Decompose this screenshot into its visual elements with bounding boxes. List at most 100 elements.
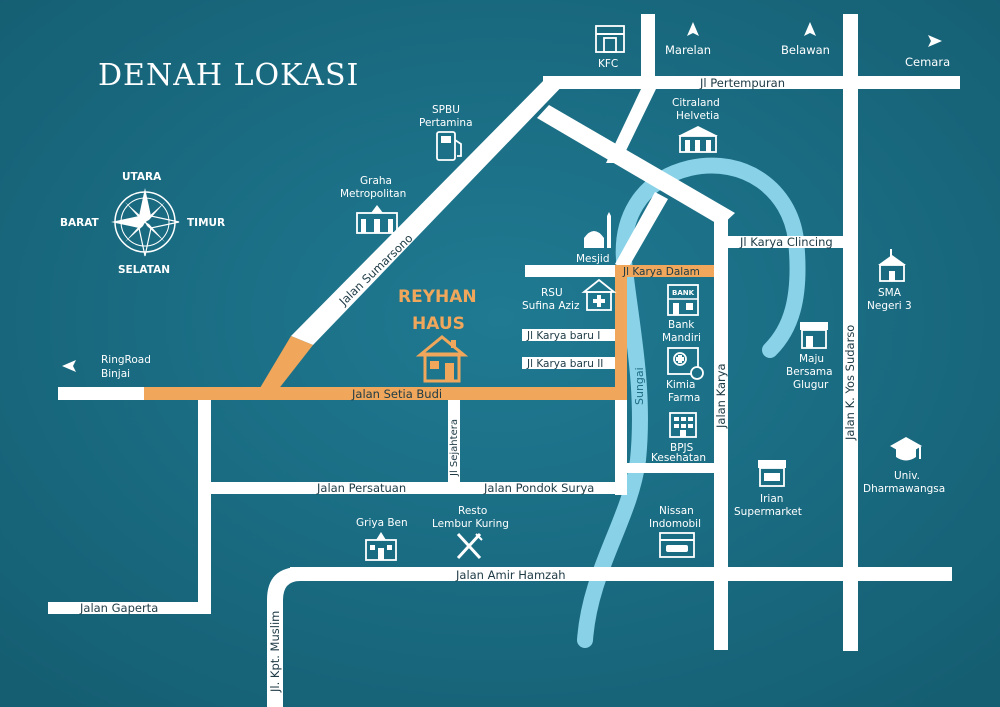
poi-irian: Irian Supermarket: [734, 460, 802, 518]
road-network: [48, 14, 960, 707]
road-label-gaperta: Jalan Gaperta: [79, 601, 158, 615]
poi-maju-bersama: Maju Bersama Glugur: [786, 322, 833, 391]
poi-label-bank: Bank: [668, 319, 695, 331]
road-west-vertical: [198, 400, 211, 606]
poi-citraland: Citraland Helvetia: [672, 97, 720, 153]
road-karya-bottom-link: [627, 463, 714, 473]
poi-label-graha: Graha: [360, 175, 392, 187]
poi-label-citraland: Citraland: [672, 97, 720, 109]
direction-label-marelan: Marelan: [665, 43, 711, 57]
poi-label-bpjs: BPJS: [670, 442, 694, 454]
brand-line-2: HAUS: [412, 314, 465, 334]
compass-west: BARAT: [60, 217, 100, 229]
poi-label-farma: Farma: [668, 392, 700, 404]
poi-label-maju: Maju: [799, 353, 824, 365]
direction-belawan: Belawan: [781, 22, 830, 57]
school-icon: [878, 249, 906, 282]
map-title: DENAH LOKASI: [98, 58, 359, 93]
poi-label-supermarket: Supermarket: [734, 506, 802, 518]
road-jalan-karya: [714, 213, 728, 650]
arrow-up-icon: [687, 22, 699, 36]
hospital-icon: [581, 278, 617, 311]
hotel-icon: [365, 532, 397, 561]
direction-label-ringroad: RingRoad: [101, 354, 151, 366]
poi-label-indomobil: Indomobil: [649, 518, 701, 530]
arrow-up-icon: [804, 22, 816, 36]
poi-label-kesehatan: Kesehatan: [651, 452, 706, 464]
road-label-jalan-karya: Jalan Karya: [714, 363, 728, 429]
pharmacy-icon: [667, 347, 704, 380]
road-sejahtera: [448, 400, 460, 482]
river-label-sungai: Sungai: [633, 367, 646, 405]
poi-bank-mandiri: BANK Bank Mandiri: [662, 284, 701, 344]
road-mesjid-diag: [615, 192, 668, 270]
poi-label-resto: Resto: [458, 505, 487, 517]
compass-north: UTARA: [122, 171, 162, 183]
road-setia-budi: [144, 387, 627, 400]
road-karya-link: [615, 265, 627, 400]
poi-spbu: SPBU Pertamina: [419, 104, 473, 161]
road-kpt-muslim: [267, 567, 300, 707]
poi-label-kimia: Kimia: [666, 379, 695, 391]
poi-label-mandiri: Mandiri: [662, 332, 701, 344]
arrow-left-icon: [62, 360, 76, 372]
building-icon: [356, 205, 398, 234]
poi-label-lembur-kuring: Lembur Kuring: [432, 518, 509, 530]
road-label-kpt-muslim: Jl. Kpt. Muslim: [268, 611, 282, 693]
poi-nissan: Nissan Indomobil: [649, 505, 701, 558]
fork-knife-icon: [456, 532, 483, 560]
poi-resto: Resto Lembur Kuring: [432, 505, 509, 560]
road-label-karya-dalam: Jl Karya Dalam: [622, 266, 700, 278]
graduation-cap-icon: [890, 437, 922, 461]
poi-griya-ben: Griya Ben: [356, 517, 408, 561]
road-sumarsono: [291, 76, 572, 345]
road-karya-baru-1: [522, 329, 615, 341]
road-setia-budi-west: [58, 387, 144, 400]
road-label-pertempuran: Jl Pertempuran: [699, 76, 785, 90]
road-karya-dalam-west: [525, 265, 615, 277]
road-marelan: [641, 14, 655, 89]
compass-east: TIMUR: [187, 217, 225, 229]
poi-kfc: KFC: [595, 25, 625, 70]
road-karya-diag: [537, 105, 735, 226]
road-karya-baru-2: [522, 357, 615, 369]
direction-label-binjai: Binjai: [101, 368, 130, 380]
road-persatuan: [198, 482, 627, 494]
road-label-sejahtera: Jl Sejahtera: [449, 419, 460, 477]
road-label-yos-sudarso: Jalan K. Yos Sudarso: [843, 325, 857, 441]
poi-label-metropolitan: Metropolitan: [340, 188, 406, 200]
house-icon: [415, 335, 469, 383]
office-icon: [669, 412, 697, 438]
road-label-karya-baru-2: Jl Karya baru II: [526, 358, 603, 370]
arrow-right-icon: [928, 35, 942, 47]
direction-ringroad: RingRoad Binjai: [62, 354, 151, 380]
poi-label-spbu: SPBU: [432, 104, 460, 116]
poi-label-glugur: Glugur: [793, 379, 829, 391]
poi-univ: Univ. Dharmawangsa: [863, 437, 945, 495]
poi-label-kfc: KFC: [598, 58, 618, 70]
poi-label-negeri-3: Negeri 3: [867, 300, 912, 312]
road-label-setia-budi: Jalan Setia Budi: [351, 387, 442, 401]
poi-graha: Graha Metropolitan: [340, 175, 406, 234]
road-citraland-diag: [606, 89, 656, 163]
poi-kimia-farma: Kimia Farma: [666, 347, 704, 404]
poi-label-nissan: Nissan: [659, 505, 694, 517]
road-sumarsono-highlight: [254, 336, 313, 400]
compass-icon: [111, 188, 180, 257]
road-label-karya-baru-1: Jl Karya baru I: [526, 330, 600, 342]
bank-icon: BANK: [667, 284, 699, 316]
poi-label-dharmawangsa: Dharmawangsa: [863, 483, 945, 495]
mall-icon: [678, 126, 718, 153]
poi-label-irian: Irian: [760, 493, 783, 505]
poi-label-rsu: RSU: [541, 287, 563, 299]
store-icon: [800, 322, 828, 349]
road-yos-sudarso: [843, 14, 858, 651]
road-amir-hamzah: [290, 567, 952, 581]
road-label-karya-clincing: Jl Karya Clincing: [739, 235, 833, 249]
road-karya-dalam: [615, 265, 714, 277]
direction-marelan: Marelan: [665, 22, 711, 57]
dealer-icon: [659, 532, 695, 558]
poi-bpjs: BPJS Kesehatan: [651, 412, 706, 464]
poi-label-griya-ben: Griya Ben: [356, 517, 408, 529]
